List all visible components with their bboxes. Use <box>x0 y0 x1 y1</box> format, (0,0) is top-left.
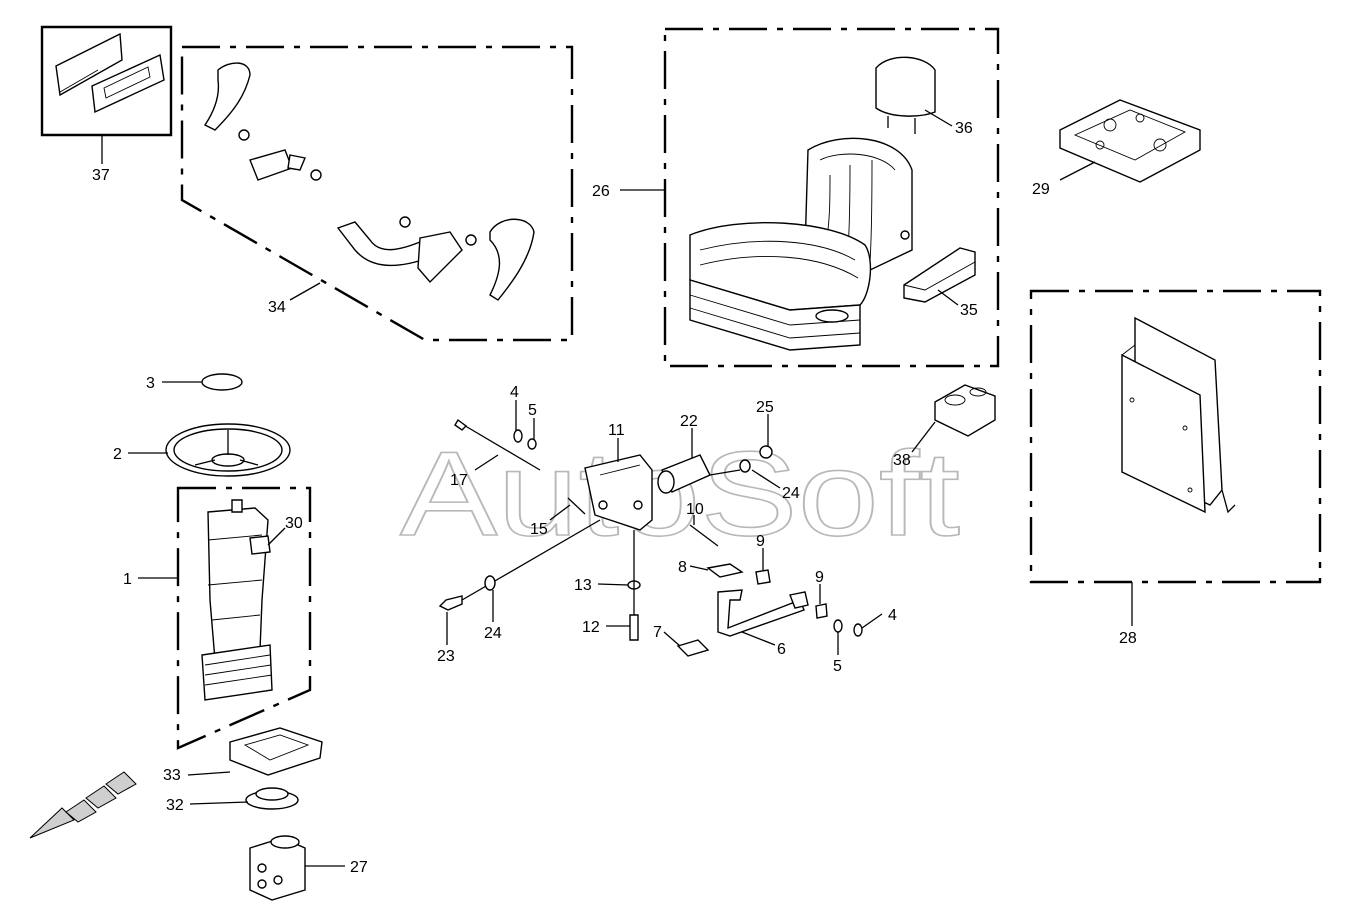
part-35-armrest <box>903 247 976 303</box>
part-6-pedal-lever <box>717 589 809 637</box>
part-22-switch <box>657 454 741 494</box>
part-3-cap <box>201 373 243 391</box>
part-32-flange <box>245 787 299 810</box>
callout-9-left: 9 <box>756 533 765 550</box>
callout-9-right: 9 <box>815 569 824 586</box>
callout-4-right: 4 <box>888 607 897 624</box>
part-24-washer-upper <box>739 459 751 473</box>
part-9-bushing-b <box>815 603 828 619</box>
part-17-rod <box>454 418 541 471</box>
part-37-bracket <box>55 32 165 114</box>
part-36-headrest <box>875 56 936 134</box>
callout-24-lower: 24 <box>484 625 502 642</box>
callout-27: 27 <box>350 859 368 876</box>
callout-labels: 37 34 26 36 35 29 28 3 2 1 30 33 32 27 1… <box>92 120 1137 876</box>
part-34-belt-anchor-upper <box>203 62 322 181</box>
callout-3: 3 <box>146 375 155 392</box>
part-11-bracket <box>584 454 653 531</box>
part-26-seat <box>689 137 913 351</box>
part-5-washer-right <box>833 619 843 633</box>
callout-33: 33 <box>163 767 181 784</box>
part-25-nut <box>759 445 773 459</box>
callout-35: 35 <box>960 302 978 319</box>
callout-8: 8 <box>678 559 687 576</box>
part-27-valve <box>249 835 306 901</box>
callout-12: 12 <box>582 619 600 636</box>
callout-38: 38 <box>893 452 911 469</box>
callout-29: 29 <box>1032 181 1050 198</box>
part-5-washer <box>527 438 537 450</box>
part-7-pad <box>676 639 710 657</box>
part-9-bushing-a <box>755 569 771 585</box>
callout-6: 6 <box>777 641 786 658</box>
callout-1: 1 <box>123 571 132 588</box>
group-37-frame <box>40 25 173 137</box>
part-8-pad <box>706 563 744 578</box>
watermark: AutoSoft <box>400 427 960 561</box>
callout-28: 28 <box>1119 630 1137 647</box>
part-2-steering-wheel <box>165 423 291 477</box>
part-4-washer <box>513 429 523 443</box>
leader-lines <box>101 109 1133 867</box>
callout-5-left: 5 <box>528 402 537 419</box>
part-4-washer-right <box>853 623 863 637</box>
callout-10: 10 <box>686 501 704 518</box>
callout-37: 37 <box>92 167 110 184</box>
part-15-spring <box>567 497 586 515</box>
part-30-fitting <box>249 535 271 555</box>
part-34-belt-anchor-lower <box>336 216 535 301</box>
callout-26: 26 <box>592 183 610 200</box>
callout-7: 7 <box>653 624 662 641</box>
callout-4-left: 4 <box>510 384 519 401</box>
callout-25: 25 <box>756 399 774 416</box>
part-33-plate <box>229 727 323 776</box>
callout-30: 30 <box>285 515 303 532</box>
part-28-panel <box>1121 316 1236 514</box>
callout-2: 2 <box>113 446 122 463</box>
callout-22: 22 <box>680 413 698 430</box>
group-26-frame <box>663 27 1000 368</box>
callout-32: 32 <box>166 797 184 814</box>
callout-17: 17 <box>450 472 468 489</box>
part-1-steering-column <box>201 499 273 701</box>
callout-34: 34 <box>268 299 286 316</box>
direction-arrow-icon <box>29 771 137 839</box>
group-34-frame <box>180 45 574 342</box>
group-1-frame <box>176 486 312 750</box>
callout-24-upper: 24 <box>782 485 800 502</box>
callout-23: 23 <box>437 648 455 665</box>
callout-36: 36 <box>955 120 973 137</box>
callout-5-right: 5 <box>833 658 842 675</box>
part-24-washer-lower <box>484 575 496 591</box>
part-38-cup-holder <box>934 384 996 437</box>
part-29-seat-plate <box>1059 99 1201 183</box>
group-28-frame <box>1029 289 1322 584</box>
part-10-pin <box>689 524 719 547</box>
callout-15: 15 <box>530 521 548 538</box>
part-12-bolt <box>629 530 639 641</box>
callout-11: 11 <box>608 422 625 439</box>
callout-13: 13 <box>574 577 592 594</box>
